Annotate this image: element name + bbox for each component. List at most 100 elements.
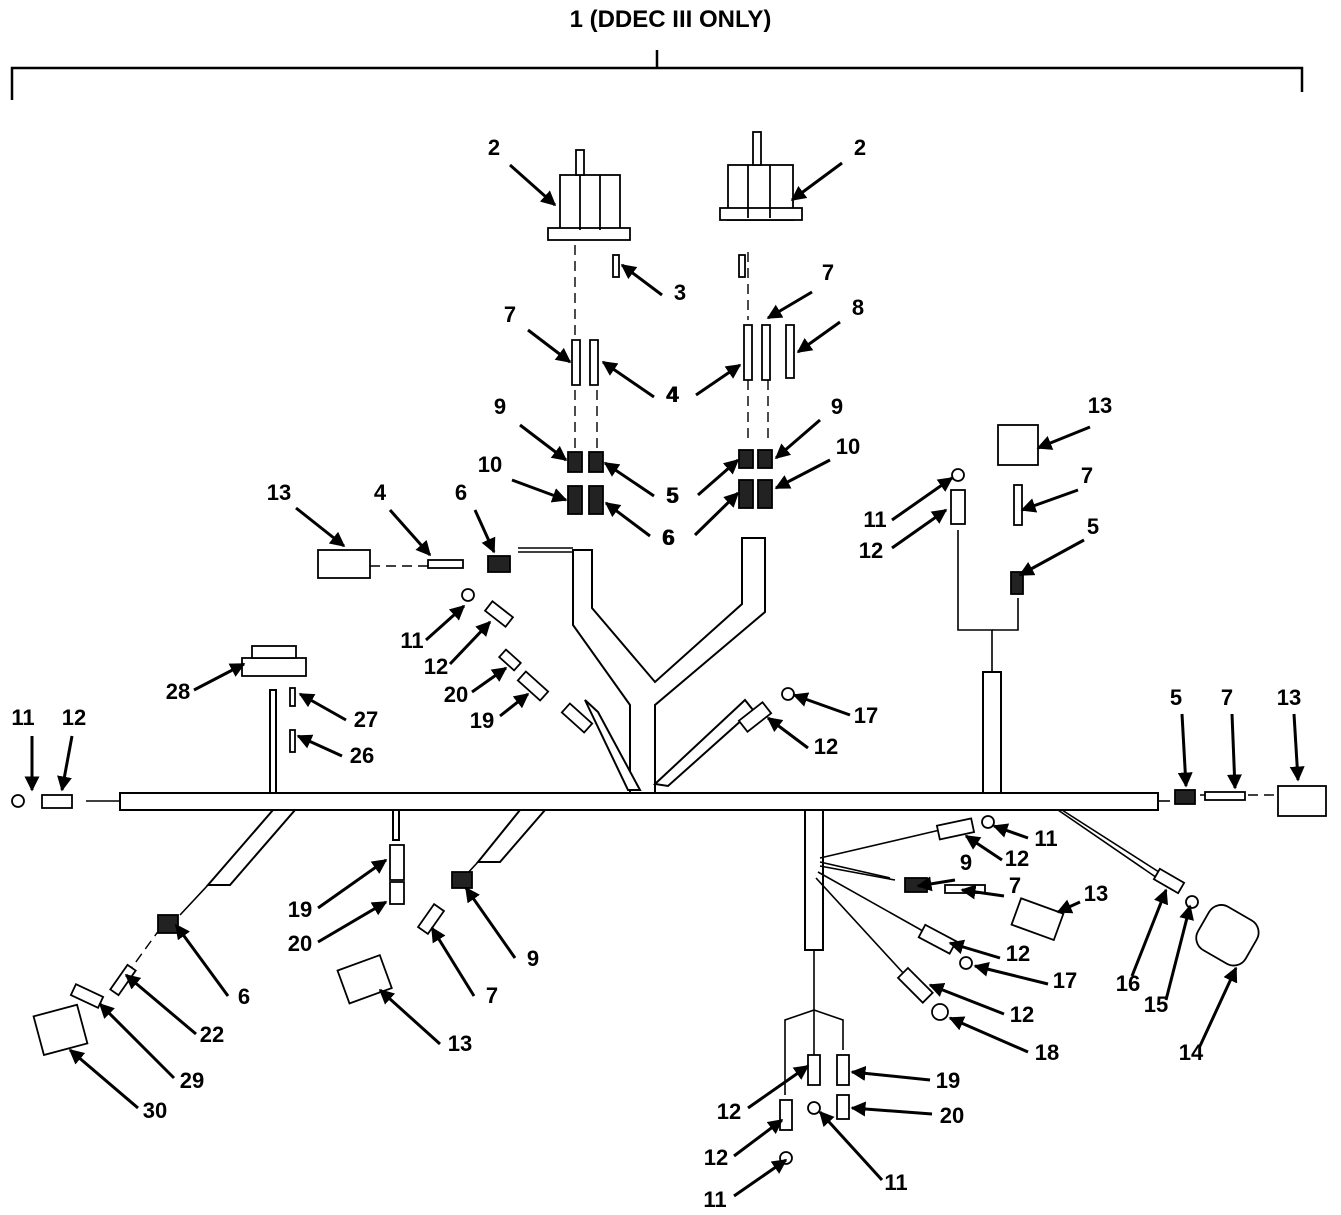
callout-label: 17 — [1053, 968, 1077, 993]
callout-arrow — [1018, 538, 1085, 577]
callout-arrow — [774, 458, 831, 490]
callout-arrow — [1036, 425, 1091, 450]
callout-label: 12 — [1010, 1002, 1034, 1027]
callout-arrow — [1164, 904, 1194, 1001]
callout-arrow — [693, 491, 740, 537]
callout-arrow — [1177, 713, 1193, 788]
components — [11, 131, 1327, 1165]
callout-arrow — [603, 461, 655, 498]
wires — [86, 530, 1170, 1095]
callout-label: 28 — [166, 679, 190, 704]
callout-arrow — [98, 1002, 176, 1080]
callout-label: 6 — [455, 480, 467, 505]
callout-label: 7 — [822, 260, 834, 285]
callout-label: 5 — [1170, 685, 1182, 710]
callout-label: 13 — [448, 1031, 472, 1056]
callout-arrow — [697, 458, 740, 497]
callout-label: 11 — [863, 507, 886, 532]
callout-label: 11 — [1034, 826, 1057, 851]
callout-label: 22 — [200, 1022, 224, 1047]
callout-label: 11 — [703, 1187, 726, 1212]
callout-arrow — [790, 161, 843, 202]
callout-arrow — [766, 290, 813, 320]
callout-arrow — [747, 1064, 810, 1110]
ecm-connector-left — [547, 149, 631, 241]
callout-label: 9 — [494, 394, 506, 419]
callout-label: 14 — [1179, 1040, 1204, 1065]
callout-label: 20 — [940, 1103, 964, 1128]
callout-label: 30 — [143, 1098, 167, 1123]
callout-arrow — [424, 604, 466, 642]
callout-label: 20 — [444, 682, 468, 707]
callout-arrow — [527, 328, 572, 364]
callout-label: 13 — [1088, 393, 1112, 418]
callout-label: 5 — [666, 483, 678, 508]
callout-label: 6 — [662, 525, 674, 550]
callout-arrow — [430, 926, 476, 997]
callout-label: 6 — [663, 525, 675, 550]
callout-arrow — [891, 476, 954, 522]
callout-arrow — [796, 320, 841, 354]
callout-label: 7 — [1009, 873, 1021, 898]
callout-label: 13 — [1084, 881, 1108, 906]
callout-label: 20 — [288, 931, 312, 956]
callout-arrow — [964, 834, 1003, 862]
bracket — [10, 50, 1304, 100]
callout-arrow — [948, 1016, 1029, 1054]
callout-arrow — [378, 988, 442, 1046]
callout-arrow — [733, 1118, 784, 1158]
callout-arrow — [499, 692, 530, 718]
callout-label: 11 — [11, 705, 34, 730]
callout-label: 5 — [1087, 514, 1099, 539]
callout-arrow — [973, 961, 1049, 986]
callout-label: 11 — [400, 628, 423, 653]
callout-label: 4 — [374, 480, 387, 505]
callout-label: 16 — [1116, 971, 1140, 996]
callout-label: 12 — [704, 1145, 728, 1170]
callout-arrow — [960, 884, 1005, 900]
callout-arrow — [916, 876, 956, 892]
callout-arrow — [68, 1048, 139, 1110]
callout-label: 17 — [854, 703, 878, 728]
callout-arrow — [818, 1110, 884, 1182]
callout-arrow — [193, 662, 246, 692]
callout-label: 9 — [527, 946, 539, 971]
callout-arrow — [509, 163, 557, 207]
callout-arrow — [317, 858, 388, 910]
callout-arrow — [928, 982, 1005, 1016]
callout-label: 11 — [884, 1170, 907, 1195]
callout-label: 10 — [478, 452, 502, 477]
callout-arrow — [891, 508, 948, 550]
ecm-connector-right — [719, 131, 803, 221]
callout-arrow — [1056, 899, 1081, 914]
callout-arrow — [388, 509, 432, 557]
callout-arrow — [1289, 713, 1305, 782]
callout-arrow — [296, 734, 343, 758]
callout-arrow — [620, 263, 663, 297]
callout-arrow — [992, 823, 1029, 840]
callout-arrow — [774, 418, 821, 460]
callout-arrow — [464, 886, 517, 959]
callout-arrow — [473, 509, 496, 554]
callout-arrow — [174, 923, 230, 997]
diagram-title: 1 (DDEC III ONLY) — [569, 6, 772, 33]
callout-arrow — [601, 360, 655, 399]
harness-trunk — [119, 537, 1159, 951]
callout-label: 6 — [238, 984, 250, 1009]
callout-label: 10 — [836, 434, 860, 459]
callout-label: 19 — [288, 897, 312, 922]
callout-label: 4 — [667, 382, 680, 407]
callout-arrow — [317, 900, 388, 944]
callout-label: 12 — [1006, 941, 1030, 966]
callout-arrow — [850, 1065, 931, 1082]
callout-label: 7 — [1221, 685, 1233, 710]
callout-arrow — [57, 735, 74, 792]
callout-label: 9 — [831, 394, 843, 419]
callout-label: 3 — [674, 280, 686, 305]
callout-arrow — [519, 423, 568, 462]
callout-arrow — [448, 620, 492, 666]
callout-label: 7 — [1081, 463, 1093, 488]
callout-arrow — [695, 363, 742, 397]
